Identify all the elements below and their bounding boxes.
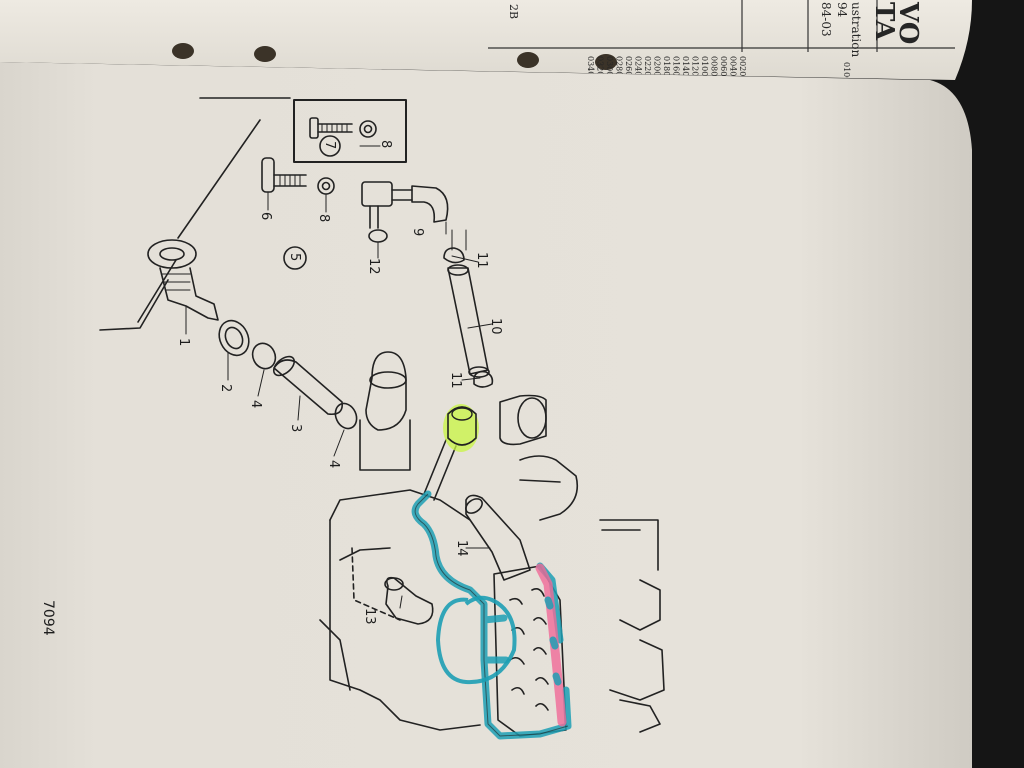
- main-page: [0, 62, 972, 768]
- code-entry: 0320: [596, 56, 605, 76]
- inset-bolt: [309, 117, 377, 139]
- label-part-4: 4: [248, 400, 263, 408]
- code-entry: 0260: [624, 56, 633, 76]
- code-entry: 0060: [719, 56, 728, 76]
- clamp-11-lower: [473, 370, 494, 388]
- code-entry: 0240: [634, 56, 643, 76]
- label-part-3: 3: [288, 424, 303, 432]
- label-part-1: 1: [176, 338, 191, 346]
- highlight-blue-hose-outline: [414, 493, 569, 737]
- code-entry: 0140: [681, 56, 690, 76]
- code-entry: 0120: [691, 56, 700, 76]
- part-2-ring: [218, 319, 250, 357]
- part-labels: 1 2 3 4 4 6 8 8 9 10 11 11 12 13 14: [176, 140, 503, 625]
- label-part-4: 4: [326, 460, 341, 468]
- top-page: [0, 0, 972, 80]
- part-14-pipe: [465, 494, 531, 581]
- header-date: 84-03: [819, 2, 833, 37]
- code-column: 0100002000400060008001000120014001600180…: [586, 56, 851, 82]
- part-13-fitting: [384, 576, 434, 625]
- highlight-blue-circle: [435, 595, 517, 685]
- binder-hole: [517, 52, 539, 68]
- binder-hole: [595, 54, 617, 70]
- header-illustration: ustration: [849, 2, 863, 57]
- engine-block: [319, 351, 665, 733]
- clamp-11-upper: [443, 247, 465, 264]
- label-part-9: 9: [410, 228, 425, 236]
- header-code: 2B: [507, 4, 520, 19]
- code-entry: 0300: [605, 56, 614, 76]
- code-entry: 0200: [653, 56, 662, 76]
- label-part-11: 11: [448, 372, 463, 389]
- code-entry: 0220: [643, 56, 652, 76]
- circle-5: [283, 246, 307, 270]
- code-entry: 0100: [700, 56, 709, 76]
- label-part-8: 8: [316, 214, 331, 222]
- hull-outline: [99, 97, 291, 331]
- part-3-hose: [273, 359, 344, 416]
- code-entry: 0180: [662, 56, 671, 76]
- binder-hole: [254, 46, 276, 62]
- part-9-elbow: [411, 185, 449, 223]
- highlight-blue-dots: [544, 596, 562, 686]
- inset-box: [293, 99, 407, 163]
- part-4-clamp: [251, 342, 277, 370]
- part-4-clamp-2: [334, 402, 358, 430]
- header-number: 94: [835, 2, 849, 18]
- code-entry: 0280: [615, 56, 624, 76]
- label-part-8-inset: 8: [378, 140, 393, 148]
- code-entry: 0080: [710, 56, 719, 76]
- label-part-7: 7: [322, 141, 337, 149]
- label-part-10: 10: [488, 318, 503, 335]
- label-part-12: 12: [366, 258, 381, 275]
- label-part-5: 5: [287, 253, 302, 261]
- page-number: 7094: [40, 600, 56, 636]
- code-entry: 0020: [738, 56, 747, 76]
- part-1-body: [159, 267, 219, 321]
- code-entry: 0340: [586, 56, 595, 76]
- part-1-flange: [147, 239, 197, 269]
- label-part-14: 14: [454, 540, 469, 557]
- circle-7: [319, 135, 341, 157]
- parts-diagram: [99, 97, 665, 737]
- header-logo-line1: VO: [893, 1, 923, 44]
- label-part-6: 6: [258, 212, 273, 220]
- code-entry: 0160: [672, 56, 681, 76]
- label-part-13: 13: [362, 608, 377, 625]
- code-entry: 0100: [842, 62, 851, 82]
- highlight-yellow-fitting: [443, 404, 479, 452]
- binder-hole: [172, 43, 194, 59]
- code-entry: 0040: [729, 56, 738, 76]
- part-cap: [499, 394, 547, 446]
- label-part-2: 2: [218, 384, 233, 392]
- connector-pipe: [423, 439, 457, 501]
- header-logo-line2: TA: [869, 2, 899, 41]
- label-part-11: 11: [474, 252, 489, 269]
- tee-fitting: [361, 181, 413, 229]
